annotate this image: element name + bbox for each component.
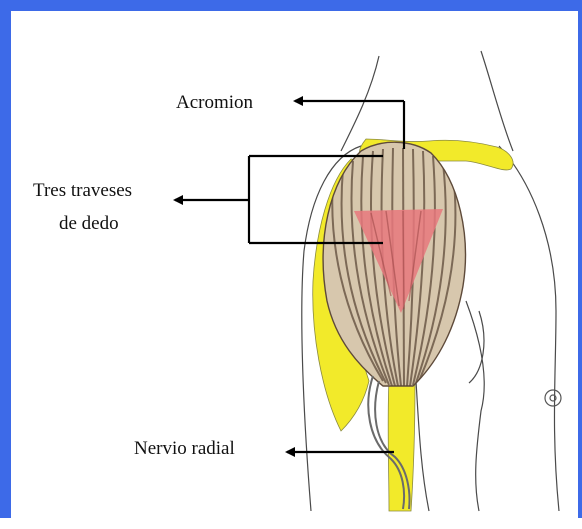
label-radial-nerve: Nervio radial [134,437,235,461]
diagram-frame: Acromion Tres traveses de dedo Nervio ra… [0,0,582,518]
label-three-fingers-line2: de dedo [59,212,119,236]
nipple-mark [545,390,561,406]
shoulder-illustration [11,11,582,529]
label-three-fingers-line1: Tres traveses [33,179,132,203]
label-acromion: Acromion [176,91,253,115]
